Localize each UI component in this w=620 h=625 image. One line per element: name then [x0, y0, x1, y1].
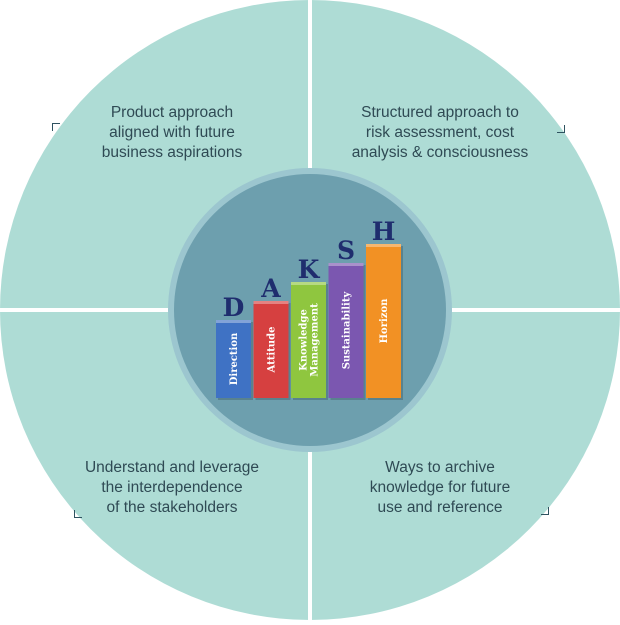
bar-label-d: Direction [229, 332, 240, 385]
quadrant-text-line: risk assessment, cost [330, 123, 550, 143]
bar-label-s: Sustainability [342, 291, 353, 370]
quadrant-text-line: analysis & consciousness [330, 143, 550, 163]
bar-letter-a: A [260, 274, 281, 303]
bar-label-line: Management [310, 303, 321, 377]
quadrant-text-line: aligned with future [62, 123, 282, 143]
corner-bracket-icon [52, 123, 60, 131]
quadrant-bottom-left-text: Understand and leverage the interdepende… [62, 458, 282, 518]
quadrant-text-line: Product approach [62, 103, 282, 123]
quadrant-text-line: knowledge for future [330, 478, 550, 498]
quadrant-top-left-text: Product approach aligned with future bus… [62, 103, 282, 163]
corner-bracket-icon [541, 507, 549, 515]
bar-label-line: Direction [229, 332, 240, 385]
quadrant-text-line: use and reference [330, 498, 550, 518]
quadrant-top-right-text: Structured approach to risk assessment, … [330, 103, 550, 163]
quadrant-text-line: Ways to archive [330, 458, 550, 478]
bar-label-a: Attitude [267, 327, 278, 374]
bar-letter-h: H [372, 217, 396, 246]
bar-letter-d: D [223, 293, 245, 322]
bar-label-line: Sustainability [342, 291, 353, 370]
quadrant-text-line: of the stakeholders [62, 498, 282, 518]
quadrant-bottom-right-text: Ways to archive knowledge for future use… [330, 458, 550, 518]
quadrant-text-line: the interdependence [62, 478, 282, 498]
bar-label-h: Horizon [379, 298, 390, 344]
bar-label-line: Horizon [379, 298, 390, 344]
quadrant-text-line: Structured approach to [330, 103, 550, 123]
bar-letter-k: K [298, 255, 321, 284]
bar-label-line: Knowledge [299, 309, 310, 371]
bar-letter-s: S [337, 236, 355, 265]
bar-label-line: Attitude [267, 327, 278, 374]
corner-bracket-icon [74, 510, 82, 518]
quadrant-text-line: Understand and leverage [62, 458, 282, 478]
bar-label-k: KnowledgeManagement [299, 303, 321, 377]
quadrant-text-line: business aspirations [62, 143, 282, 163]
corner-bracket-icon [557, 125, 565, 133]
